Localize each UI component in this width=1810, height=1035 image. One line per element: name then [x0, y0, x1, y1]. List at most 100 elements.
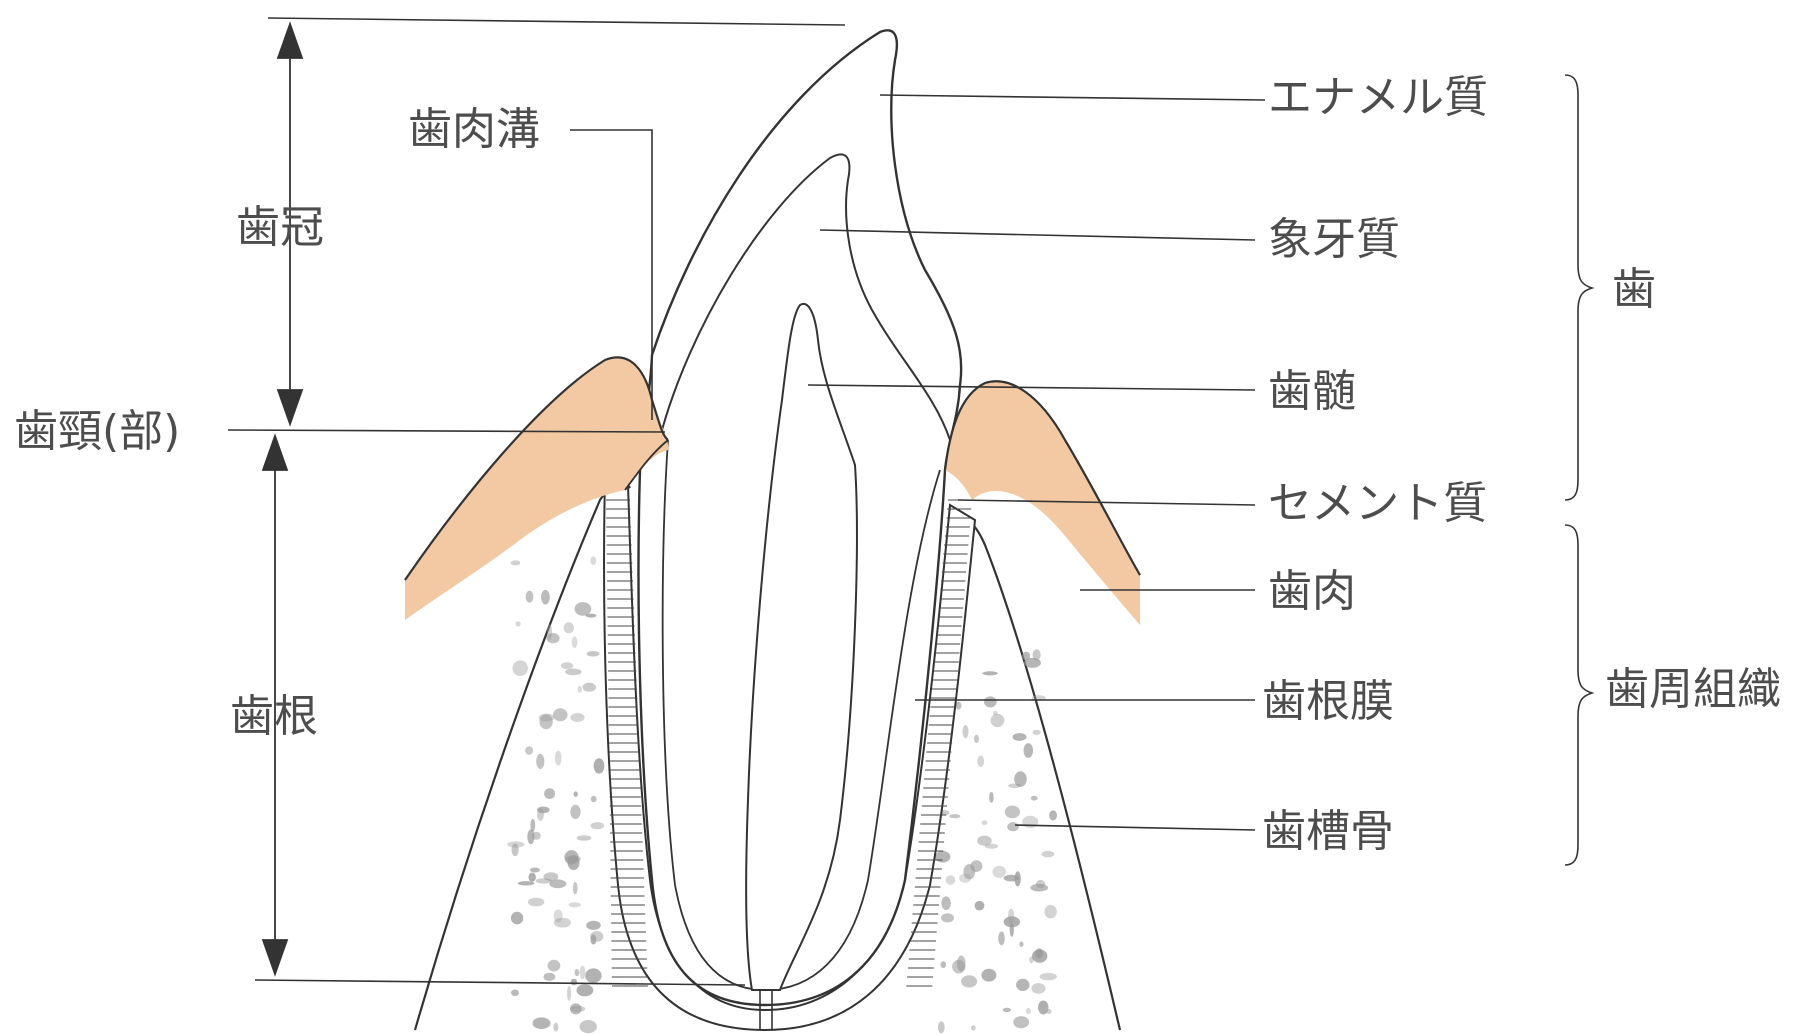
bone-speck: [984, 843, 999, 849]
bone-speck: [517, 881, 535, 886]
bone-speck: [553, 1022, 559, 1032]
brace-tooth: [1564, 74, 1595, 501]
bone-speck: [1022, 651, 1031, 661]
label-pulp: 歯髄: [1268, 366, 1356, 417]
bone-speck: [543, 972, 556, 982]
label-neck: 歯頸(部): [14, 406, 181, 457]
bone-speck: [568, 902, 581, 908]
bone-speck: [554, 750, 562, 766]
bone-speck: [961, 975, 978, 988]
bone-speck: [959, 873, 972, 883]
crown-top-line: [267, 17, 846, 26]
bone-speck: [1032, 649, 1041, 661]
bone-speck: [570, 978, 578, 986]
bone-speck: [1025, 1007, 1031, 1015]
bone-speck: [1029, 956, 1034, 964]
bone-speck: [536, 753, 545, 770]
bone-speck: [511, 843, 519, 857]
bone-speck: [553, 909, 563, 923]
bone-speck: [574, 602, 592, 616]
bone-speck: [573, 791, 578, 797]
bone-speck: [590, 822, 605, 830]
bone-speck: [585, 968, 602, 983]
gingiva-left-inner: [624, 439, 669, 491]
bone-speck: [1044, 904, 1057, 919]
bone-speck: [512, 660, 528, 676]
leader-enamel: [879, 94, 1266, 101]
bone-speck: [527, 897, 545, 907]
bone-speck: [585, 613, 597, 618]
bone-speck: [977, 755, 985, 768]
label-gingival-sulcus: 歯肉溝: [408, 104, 540, 155]
bone-speck: [525, 590, 534, 603]
bone-speck: [547, 959, 561, 972]
bone-speck: [982, 671, 998, 676]
bone-speck: [590, 556, 597, 565]
bone-speck: [576, 835, 592, 841]
bone-speck: [537, 808, 544, 821]
label-enamel: エナメル質: [1268, 72, 1488, 123]
bone-speck: [564, 850, 579, 865]
bone-speck: [586, 651, 600, 657]
bone-speck: [1023, 743, 1034, 758]
bone-speck: [577, 685, 582, 693]
bone-speck: [590, 795, 597, 803]
bone-speck: [981, 820, 988, 826]
bone-speck: [1039, 972, 1057, 981]
bone-speck: [937, 1021, 945, 1034]
bone-speck: [1009, 922, 1014, 937]
bone-speck: [977, 835, 992, 846]
root-apex-line: [254, 979, 746, 986]
label-root: 歯根: [230, 691, 318, 742]
leader-dentin: [819, 229, 1256, 241]
bone-speck: [570, 1003, 582, 1015]
bone-speck: [515, 621, 521, 627]
bone-speck: [1012, 733, 1027, 741]
bone-speck: [579, 965, 586, 980]
bone-speck: [1030, 795, 1038, 801]
bone-speck: [571, 636, 578, 649]
bone-speck: [945, 875, 956, 885]
crown-arrow-head-bottom: [276, 389, 304, 427]
bone-speck: [546, 633, 560, 644]
bone-speck: [579, 1020, 597, 1034]
bone-speck: [1013, 1016, 1030, 1029]
gingiva-right-outline: [943, 380, 1141, 576]
bone-speck: [507, 841, 525, 848]
bone-speck: [981, 968, 997, 982]
label-dentin: 象牙質: [1268, 214, 1400, 265]
leader-pulp: [807, 384, 1256, 391]
bone-speck: [528, 872, 536, 882]
label-pdl: 歯根膜: [1262, 676, 1394, 727]
dentin-enamel-junction: [661, 153, 951, 441]
bone-speck: [935, 851, 951, 863]
bone-speck: [1007, 822, 1019, 832]
bone-speck: [535, 878, 552, 884]
pulp-cavity: [745, 302, 858, 991]
bone-speck: [974, 900, 985, 911]
bone-speck: [1019, 941, 1024, 947]
root-arrow-head-top: [261, 433, 289, 471]
bone-speck: [1036, 948, 1043, 959]
bone-speck: [1008, 783, 1021, 789]
bone-speck: [949, 814, 961, 819]
brace-periodontium: [1564, 524, 1595, 866]
label-cementum: セメント質: [1268, 478, 1488, 529]
bone-speck: [1032, 729, 1041, 736]
bone-speck: [992, 865, 1006, 878]
leader-neck: [227, 429, 666, 433]
bone-speck: [956, 955, 966, 972]
root-arrow-head-bottom: [261, 939, 289, 977]
bone-speck: [582, 682, 597, 692]
leader-gingival-sulcus: [570, 129, 653, 420]
bone-speck: [572, 882, 578, 895]
bone-speck: [530, 867, 540, 873]
bone-speck: [539, 714, 553, 730]
bone-speck: [553, 708, 568, 722]
bone-speck: [576, 984, 594, 997]
bone-speck: [941, 896, 951, 910]
gingiva-left: [405, 357, 669, 620]
alveolar-bone-specks: [507, 556, 1057, 1034]
group-braces: [1564, 74, 1595, 866]
